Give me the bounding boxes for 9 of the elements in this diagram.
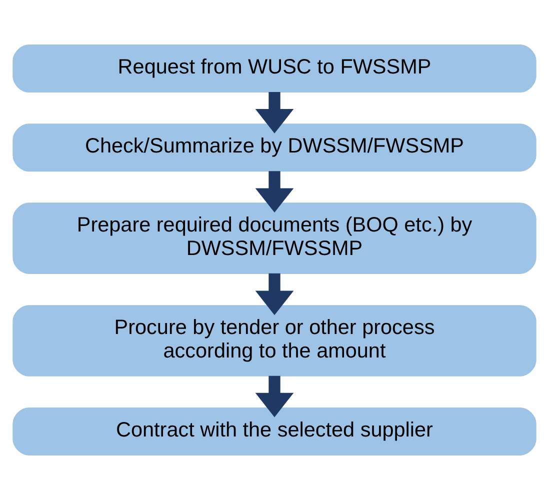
- arrow: [255, 376, 294, 418]
- node-box: Check/Summarize by DWSSM/FWSSMP: [12, 124, 536, 172]
- arrow: [255, 273, 294, 316]
- arrow: [255, 171, 294, 213]
- node-box: Prepare required documents (BOQ etc.) by DWSSM/FWSSMP: [12, 202, 536, 274]
- node-box: Request from WUSC to FWSSMP: [12, 44, 536, 92]
- node-box: Procure by tender or other process according to the amount: [12, 305, 536, 376]
- arrow: [255, 92, 294, 134]
- node-box: Contract with the selected supplier: [12, 408, 536, 456]
